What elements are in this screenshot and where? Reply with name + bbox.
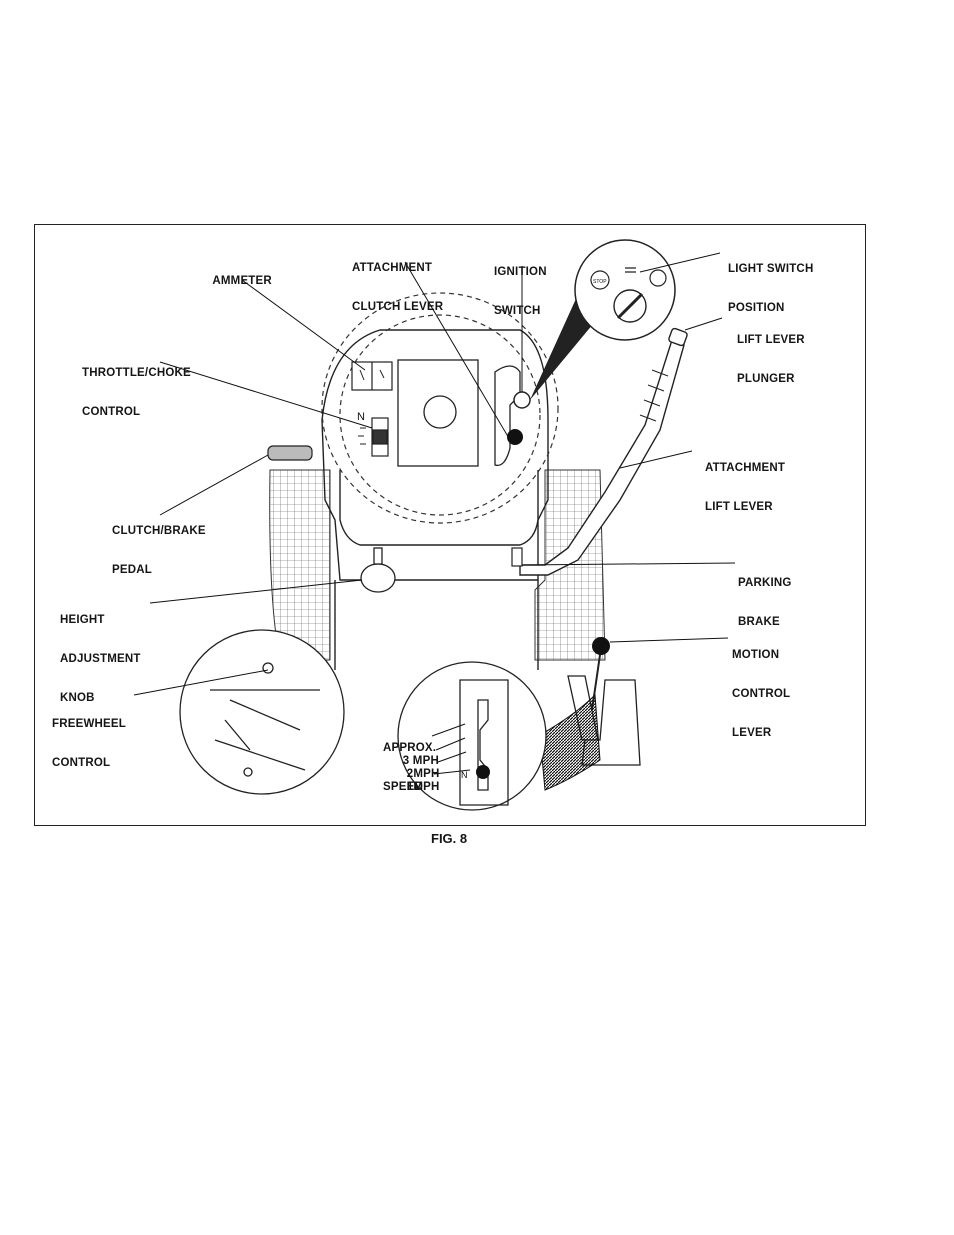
motion-control-cable — [539, 693, 601, 791]
leader-lines — [133, 252, 736, 775]
clutch-brake-pedal-label: CLUTCH/BRAKE PEDAL — [112, 525, 206, 576]
freewheel-control-label: FREEWHEEL CONTROL — [52, 718, 126, 769]
speed-lever-knob — [476, 765, 490, 779]
approx-speed-label: APPROX. SPEED — [383, 742, 437, 793]
lift-lever-plunger-label: LIFT LEVER PLUNGER — [737, 334, 805, 385]
speed-detail-magnifier — [397, 661, 547, 811]
ammeter-gauge — [351, 361, 393, 391]
figure-caption: FIG. 8 — [431, 831, 468, 846]
console-dashed-outline — [321, 292, 559, 524]
figure-frame — [34, 224, 866, 826]
attachment-lift-lever — [519, 327, 688, 576]
light-switch-position-label: LIGHT SWITCH POSITION — [728, 263, 814, 314]
dash-panel — [397, 359, 479, 467]
ammeter-label: AMMETER — [212, 275, 272, 287]
stop-marker: STOP — [593, 279, 607, 285]
height-adjustment-knob-label: HEIGHT ADJUSTMENT KNOB — [60, 614, 141, 704]
clutch-brake-pedal-graphic — [267, 445, 313, 461]
throttle-choke-control-label: THROTTLE/CHOKE CONTROL — [82, 367, 191, 418]
ignition-switch-label: IGNITION SWITCH — [494, 266, 547, 317]
ignition-slot — [494, 365, 521, 467]
speed-1mph-label: 1MPH — [406, 781, 440, 793]
parking-brake-label: PARKING BRAKE — [738, 577, 792, 628]
freewheel-detail-magnifier — [179, 629, 345, 795]
speed-3mph-label: 3 MPH — [402, 755, 439, 767]
neutral-marker-dash: N — [357, 411, 365, 423]
height-adjustment-knob-graphic — [360, 547, 396, 593]
attachment-lift-lever-label: ATTACHMENT LIFT LEVER — [705, 462, 786, 513]
motion-control-lever-label: MOTION CONTROL LEVER — [732, 649, 791, 739]
parking-brake-knob — [511, 547, 523, 567]
motion-control-lever-knob — [592, 637, 610, 655]
throttle-choke-control — [358, 417, 389, 457]
attachment-clutch-lever-label: ATTACHMENT CLUTCH LEVER — [352, 262, 444, 313]
speed-2mph-label: 2MPH — [406, 768, 440, 780]
neutral-marker-speed: N — [461, 770, 468, 780]
tractor-body — [321, 329, 549, 670]
ignition-detail-magnifier — [530, 239, 676, 400]
attachment-clutch-lever-knob — [507, 429, 523, 445]
ignition-switch-knob — [513, 391, 531, 409]
